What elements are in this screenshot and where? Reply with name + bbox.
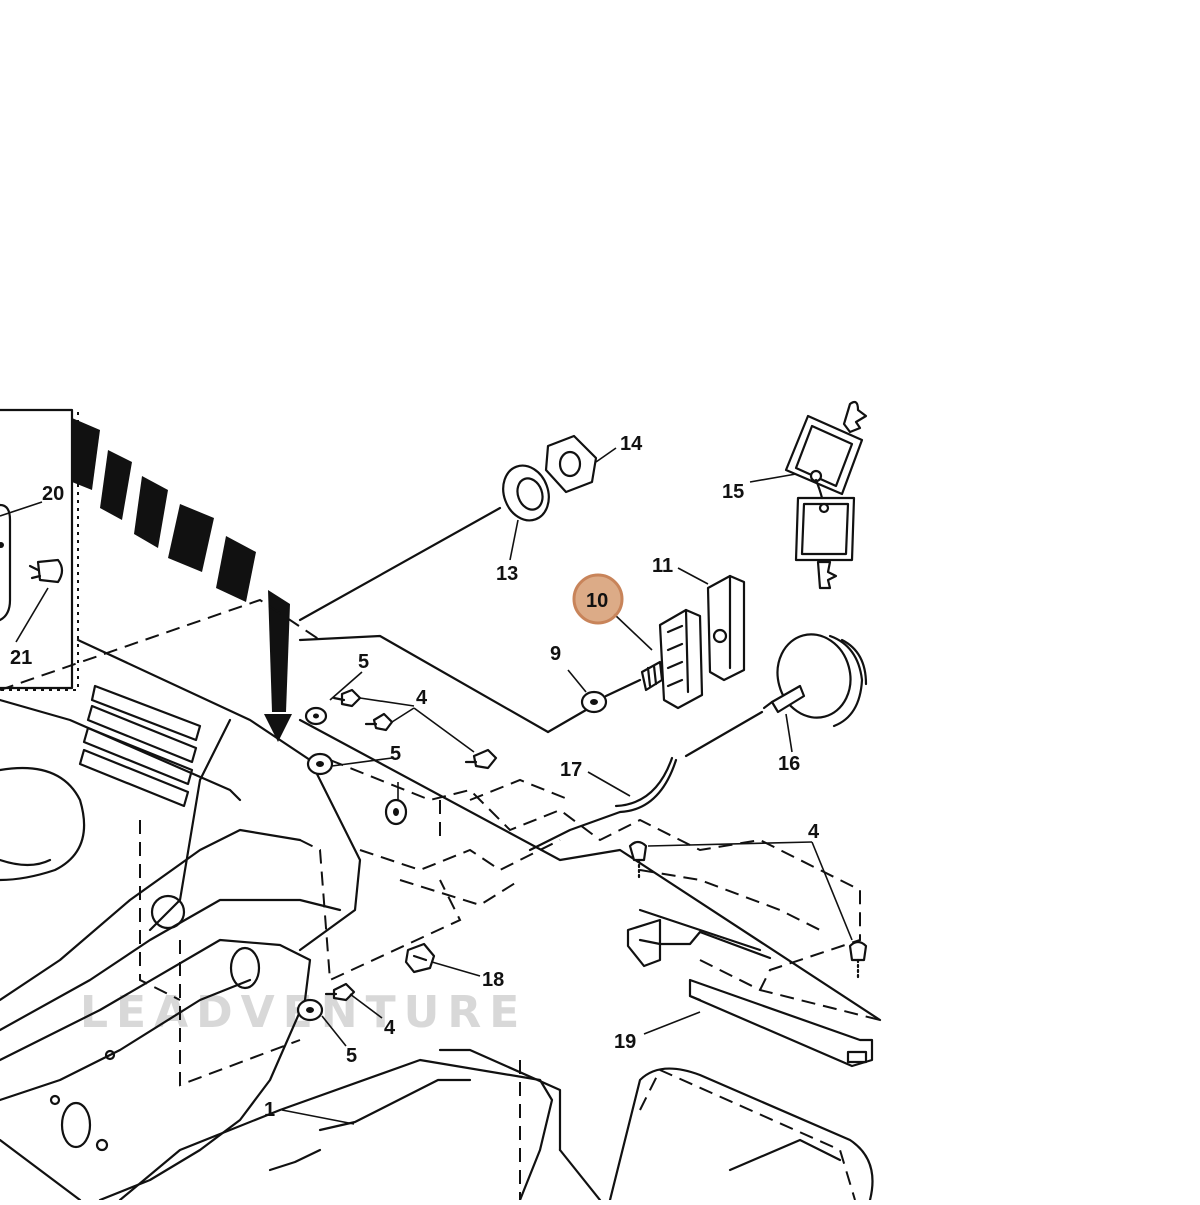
callout-5a[interactable]: 5 [358, 651, 369, 673]
callout-1[interactable]: 1 [264, 1099, 275, 1121]
callout-5c[interactable]: 5 [346, 1045, 357, 1067]
callout-labels: 14 13 15 11 10 9 16 17 5 4 5 4 18 4 5 1 … [10, 433, 820, 1121]
callout-11[interactable]: 11 [652, 555, 673, 577]
view-direction-arrow [72, 418, 292, 742]
callout-13[interactable]: 13 [496, 563, 518, 585]
switch-10-icon [640, 608, 704, 710]
gauge-16-icon [762, 633, 868, 728]
callout-18[interactable]: 18 [482, 969, 504, 991]
callout-4c[interactable]: 4 [384, 1017, 396, 1039]
nut-18-icon [404, 942, 436, 974]
highlight-marker [572, 573, 624, 625]
callout-15[interactable]: 15 [722, 481, 744, 503]
bracket-11-icon [706, 574, 746, 682]
washer-9-icon [546, 678, 642, 734]
inset-detail-box [0, 408, 79, 691]
callout-14[interactable]: 14 [620, 433, 643, 455]
nut-14-icon [544, 434, 598, 494]
callout-10[interactable]: 10 [586, 590, 608, 612]
callout-4a[interactable]: 4 [416, 687, 428, 709]
leader-lines [0, 447, 853, 1125]
lock-washer-13-icon [298, 464, 550, 622]
cable-17-icon [528, 710, 764, 852]
callout-21[interactable]: 21 [10, 647, 32, 669]
washer-5-icon [296, 706, 408, 1022]
callout-17[interactable]: 17 [560, 759, 582, 781]
callout-20[interactable]: 20 [42, 483, 64, 505]
cross-member-19 [298, 634, 882, 1068]
dashed-panel-outline [0, 598, 881, 1200]
callout-4b[interactable]: 4 [808, 821, 820, 843]
callout-19[interactable]: 19 [614, 1031, 636, 1053]
frame-body-linework [0, 638, 874, 1202]
callout-5b[interactable]: 5 [390, 743, 401, 765]
callout-9[interactable]: 9 [550, 643, 561, 665]
key-15-icon [784, 400, 868, 590]
screw-4-icon [324, 688, 868, 1002]
callout-16[interactable]: 16 [778, 753, 800, 775]
